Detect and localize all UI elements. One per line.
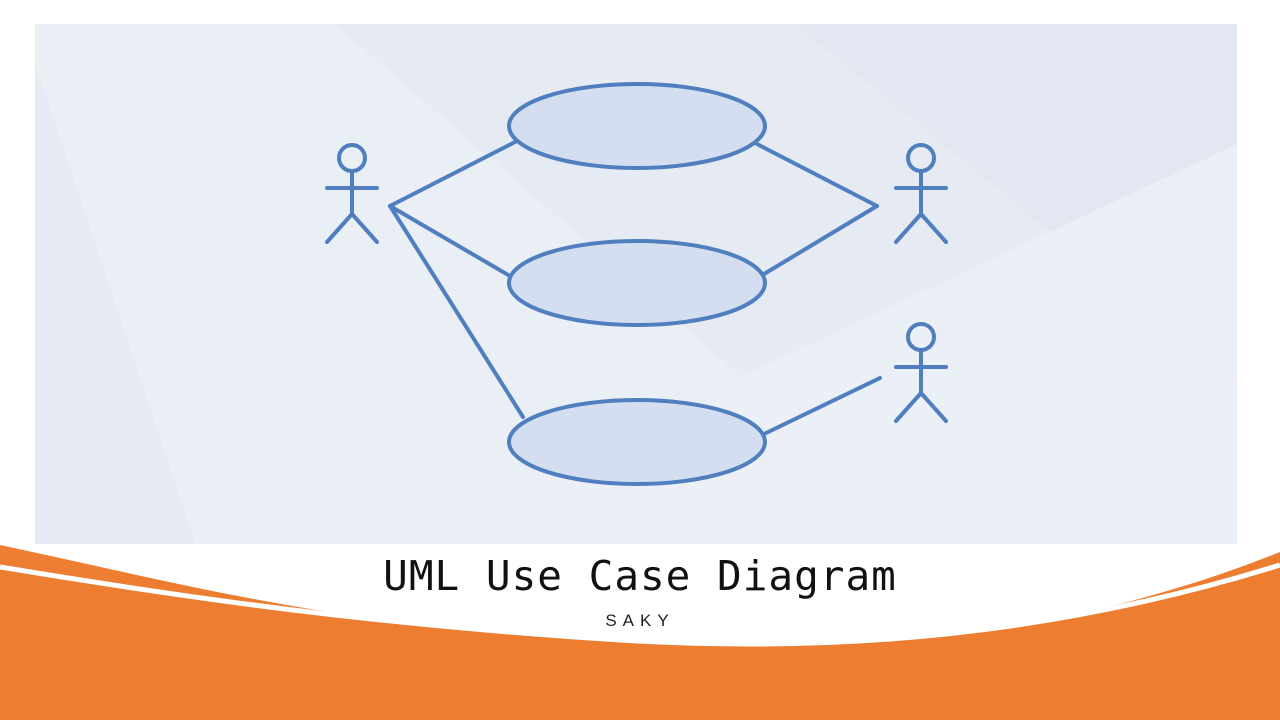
slide-title: UML Use Case Diagram [383, 552, 897, 600]
use-case-ellipse-2[interactable] [507, 239, 767, 327]
hero-panel [35, 24, 1237, 544]
association-line [388, 140, 517, 208]
association-line [762, 376, 882, 436]
association-line [755, 142, 879, 208]
actor-left-stick-figure[interactable] [325, 143, 379, 244]
actor-right-top-stick-figure[interactable] [894, 143, 948, 244]
association-line [388, 204, 525, 419]
actor-right-bottom-stick-figure[interactable] [894, 322, 948, 423]
slide-subtitle: SAKY [605, 611, 675, 630]
association-line [388, 204, 512, 278]
use-case-ellipse-3[interactable] [507, 398, 767, 486]
use-case-ellipse-1[interactable] [507, 82, 767, 170]
association-line [762, 204, 879, 276]
use-case-diagram [325, 82, 948, 486]
